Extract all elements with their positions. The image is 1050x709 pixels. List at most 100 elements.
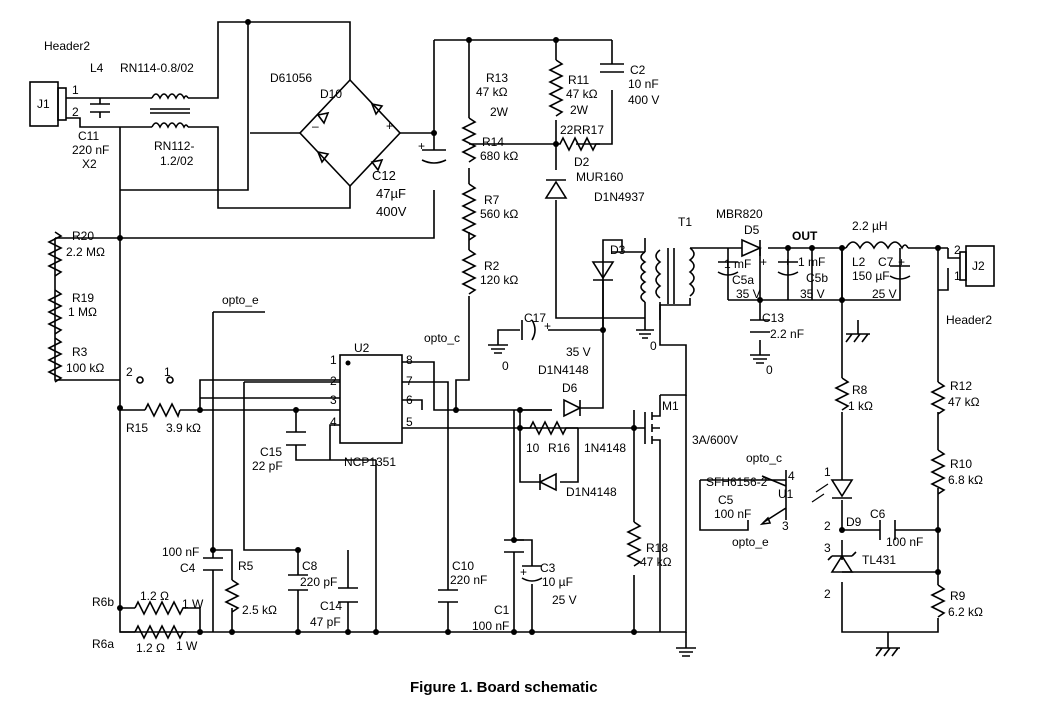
c3-rating: 25 V xyxy=(552,593,577,607)
resistor-r11: R11 47 kΩ 2W xyxy=(548,59,598,117)
resistor-r3: R3 100 kΩ xyxy=(47,337,104,383)
jumper-pin-1: 1 xyxy=(164,365,171,379)
connector-j2: J2 2 1 Header2 xyxy=(946,243,995,327)
c5b-rating: 35 V xyxy=(800,287,825,301)
d9-pin2: 2 xyxy=(824,587,831,601)
u2-pin2: 2 xyxy=(330,374,337,388)
chassis-ground-2 xyxy=(875,632,900,657)
rn112-line2: 1.2/02 xyxy=(160,154,194,168)
ground-zero-3: 0 xyxy=(750,354,773,377)
opto-pin1: 1 xyxy=(824,465,831,479)
l2-ref: L2 xyxy=(852,255,866,269)
u2-pin1: 1 xyxy=(330,353,337,367)
r6a-value: 1.2 Ω xyxy=(136,641,165,655)
u2-pin4: 4 xyxy=(330,415,337,429)
r10-ref: R10 xyxy=(950,457,972,471)
inductor-l2: 2.2 µH L2 xyxy=(845,219,909,269)
c11-value: 220 nF xyxy=(72,143,109,157)
transformer-t1: T1 xyxy=(640,215,695,304)
d3-part: D1N4937 xyxy=(594,190,645,204)
net-out: OUT xyxy=(792,229,818,243)
m1-rating: 3A/600V xyxy=(692,433,738,447)
resistor-r19: R19 1 MΩ xyxy=(47,289,97,335)
c5b-ref: C5b xyxy=(806,271,828,285)
r16-ref: R16 xyxy=(548,441,570,455)
resistor-r10: R10 6.8 kΩ xyxy=(930,449,983,495)
c1-ref: C1 xyxy=(494,603,510,617)
r18-ref: R18 xyxy=(646,541,668,555)
opto-led: 1 2 xyxy=(811,465,854,533)
r20-value: 2.2 MΩ xyxy=(66,245,105,259)
r19-value: 1 MΩ xyxy=(68,305,97,319)
opto-part: SFH6156-2 xyxy=(706,475,768,489)
m1-ref: M1 xyxy=(662,399,679,413)
c2-rating: 400 V xyxy=(628,93,659,107)
r7-value: 560 kΩ xyxy=(480,207,518,221)
c12-plus: + xyxy=(418,139,425,153)
c17-rating: 35 V xyxy=(566,345,591,359)
c7-plus: + xyxy=(898,255,905,269)
l4-ref: L4 xyxy=(90,61,104,75)
resistor-r18: R18 47 kΩ xyxy=(626,521,672,569)
c5a-value: 1 mF xyxy=(724,257,751,271)
r5-ref: R5 xyxy=(238,559,254,573)
capacitor-c17: C17 + 35 V xyxy=(521,311,591,359)
c3-plus: + xyxy=(520,565,527,579)
j1-header: Header2 xyxy=(44,39,90,53)
r11-rating: 2W xyxy=(570,103,589,117)
r13-ref: R13 xyxy=(486,71,508,85)
capacitor-c4: 100 nF C4 xyxy=(162,545,223,575)
c5b-plus: + xyxy=(784,255,791,269)
r7-ref: R7 xyxy=(484,193,500,207)
jumper-pad-1 xyxy=(166,376,174,384)
c1-value: 100 nF xyxy=(472,619,509,633)
d9-pin3: 3 xyxy=(824,541,831,555)
r2-ref: R2 xyxy=(484,259,500,273)
resistor-r6a: R6a 1.2 Ω 1 W xyxy=(92,624,198,655)
c7-value: 150 µF xyxy=(852,269,890,283)
ground-zero-1: 0 xyxy=(488,344,509,373)
u2-pin8: 8 xyxy=(406,353,413,367)
bridge-rectifier-d10: D61056 D10 + – xyxy=(270,71,402,188)
r18-value: 47 kΩ xyxy=(640,555,672,569)
resistor-r16: 10 R16 1N4148 xyxy=(520,420,626,455)
r13-rating: 2W xyxy=(490,105,509,119)
d16-part: 1N4148 xyxy=(584,441,626,455)
resistor-rr17: 22RR17 xyxy=(556,123,604,152)
c13-ref: C13 xyxy=(762,311,784,325)
resistor-r14: R14 680 kΩ xyxy=(480,135,518,163)
resistor-r12: R12 47 kΩ xyxy=(930,379,980,415)
j1-pin1: 1 xyxy=(72,83,79,97)
d6-ref: D6 xyxy=(562,381,578,395)
j2-ref: J2 xyxy=(972,259,985,273)
c8-value: 220 pF xyxy=(300,575,337,589)
r10-value: 6.8 kΩ xyxy=(948,473,983,487)
r6a-ref: R6a xyxy=(92,637,114,651)
r5-value: 2.5 kΩ xyxy=(242,603,277,617)
j2-header: Header2 xyxy=(946,313,992,327)
diode-d1n4148: D1N4148 xyxy=(538,472,617,499)
c6-ref: C6 xyxy=(870,507,886,521)
net-opto-e-2: opto_e xyxy=(732,535,769,549)
u2-pin5: 5 xyxy=(406,415,413,429)
d5-part: MBR820 xyxy=(716,207,763,221)
u2-pin6: 6 xyxy=(406,393,413,407)
jumper-pad-2 xyxy=(136,376,144,384)
rn114-value: RN114-0.8/02 xyxy=(120,61,194,75)
c17-plus: + xyxy=(544,319,551,333)
resistor-r5: R5 2.5 kΩ xyxy=(224,559,277,617)
bridge-part: D61056 xyxy=(270,71,312,85)
ground-zero-2: 0 xyxy=(636,329,657,353)
connector-j1: J1 Header2 1 2 xyxy=(29,39,90,127)
r9-ref: R9 xyxy=(950,589,966,603)
c3-value: 10 µF xyxy=(542,575,573,589)
capacitor-c2: C2 10 nF 400 V xyxy=(600,63,659,107)
diode-d2: D2 MUR160 xyxy=(544,155,624,199)
r8-ref: R8 xyxy=(852,383,868,397)
c13-value: 2.2 nF xyxy=(770,327,804,341)
c2-ref: C2 xyxy=(630,63,646,77)
choke-l4: L4 RN114-0.8/02 RN112- 1.2/02 xyxy=(90,61,194,168)
r11-value: 47 kΩ xyxy=(566,87,598,101)
c11-rating: X2 xyxy=(82,157,97,171)
